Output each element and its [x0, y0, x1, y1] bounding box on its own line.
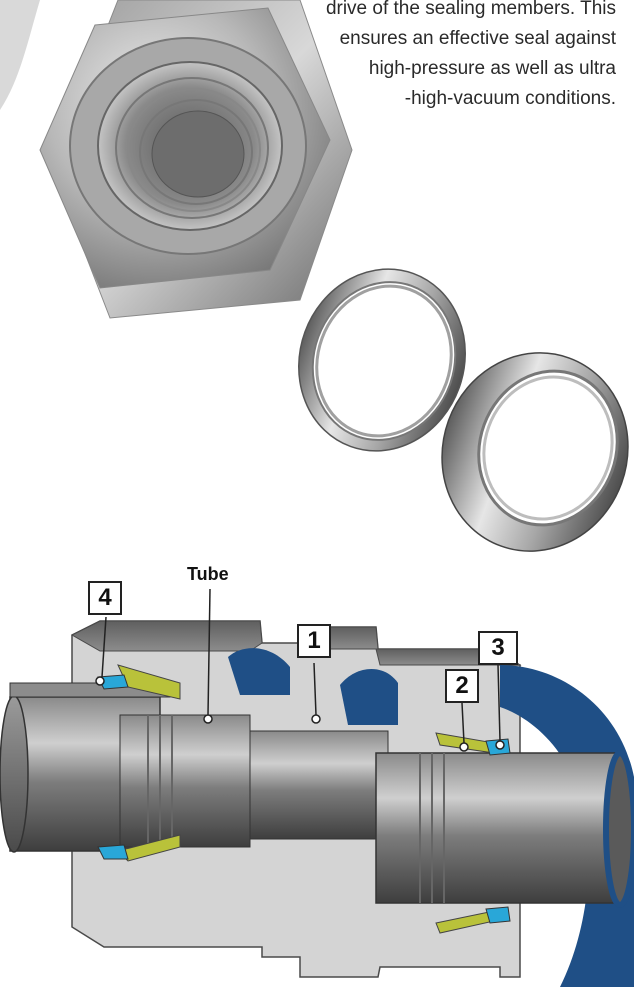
back-ferrule [441, 352, 629, 552]
tube [0, 682, 634, 908]
intro-line: -high-vacuum conditions. [404, 88, 616, 109]
intro-line: ensures an effective seal against [339, 28, 616, 49]
partial-part-edge [0, 0, 40, 110]
callout-1: 1 [297, 624, 331, 658]
hex-nut [39, 0, 353, 319]
cutaway-diagram [0, 588, 634, 987]
tube-label: Tube [187, 564, 229, 584]
intro-line: high-pressure as well as ultra [368, 58, 616, 79]
intro-text: drive of the sealing members. This ensur… [216, 0, 616, 114]
callout-3: 3 [478, 631, 518, 665]
front-ferrule [298, 268, 466, 452]
leader-lines [95, 588, 505, 752]
exploded-parts [0, 0, 629, 552]
left-ferrules [97, 664, 181, 862]
callout-2: 2 [445, 669, 479, 703]
callout-4: 4 [88, 581, 122, 615]
intro-line: drive of the sealing members. This [325, 0, 616, 19]
